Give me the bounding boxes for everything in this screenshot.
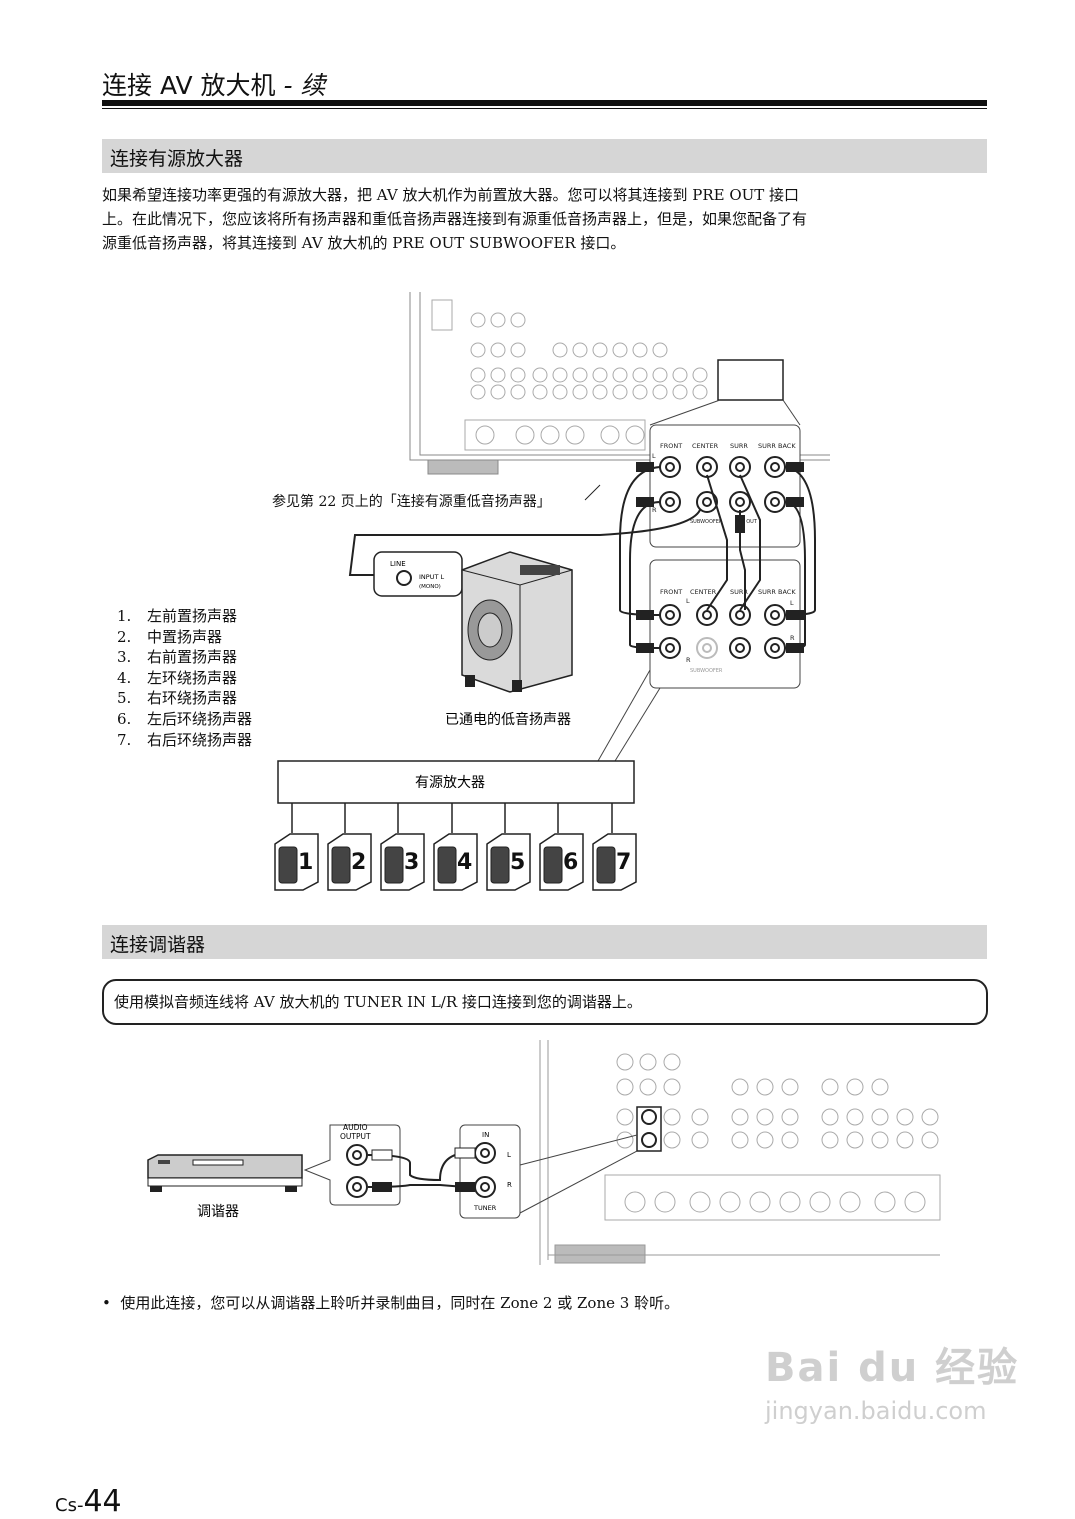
jack-label-subwoofer: SUBWOOFER <box>690 519 723 525</box>
list-item: 7.右后环绕扬声器 <box>117 730 253 749</box>
list-item: 5.右环绕扬声器 <box>117 689 238 708</box>
paragraph-line: 如果希望连接功率更强的有源放大器，把 AV 放大机作为前置放大器。您可以将其连接… <box>102 186 800 204</box>
amplifier-input-panel <box>649 559 801 689</box>
active-amplifier-box <box>277 760 635 804</box>
tuner-connection-diagram: IN L R TUNER AUDIO OUTPUT 调谐器 <box>147 1040 941 1265</box>
tuner-caption: 调谐器 <box>197 1204 239 1220</box>
tuner-note-bullet: • 使用此连接，您可以从调谐器上聆听并录制曲目，同时在 Zone 2 或 Zon… <box>102 1292 679 1313</box>
svg-text:CENTER: CENTER <box>690 588 717 596</box>
bullet-dot-icon: • <box>102 1294 121 1312</box>
instruction-box: 使用模拟音频连线将 AV 放大机的 TUNER IN L/R 接口连接到您的调谐… <box>102 979 988 1025</box>
audio-output-label-2: OUTPUT <box>340 1132 371 1141</box>
page-title-main: 连接 AV 放大机 <box>102 71 276 100</box>
title-rule-thin <box>102 108 987 109</box>
tuner-jack-label: TUNER <box>473 1204 497 1212</box>
bullet-text: 使用此连接，您可以从调谐器上聆听并录制曲目，同时在 Zone 2 或 Zone … <box>120 1294 680 1312</box>
list-item: 1.左前置扬声器 <box>117 607 238 625</box>
section1-paragraph: 如果希望连接功率更强的有源放大器，把 AV 放大机作为前置放大器。您可以将其连接… <box>102 183 987 255</box>
mono-label: (MONO) <box>419 584 441 590</box>
amplifier-label: 有源放大器 <box>415 775 485 791</box>
svg-text:SURR BACK: SURR BACK <box>758 588 796 596</box>
svg-text:L: L <box>686 597 690 605</box>
jack-label-r: R <box>652 506 657 514</box>
line-label: LINE <box>390 560 406 568</box>
speaker-list: 1.左前置扬声器 2.中置扬声器 3.右前置扬声器 4.左环绕扬声器 5.右环绕… <box>117 606 252 750</box>
section-heading-active-amplifier: 连接有源放大器 <box>102 139 987 173</box>
jack-label-pre-out: PRE OUT <box>735 519 758 525</box>
instruction-text: 使用模拟音频连线将 AV 放大机的 TUNER IN L/R 接口连接到您的调谐… <box>114 993 642 1011</box>
receiver-rear-panel-2 <box>539 1040 941 1265</box>
tuner-in-label: IN <box>482 1131 489 1139</box>
list-item: 6.左后环绕扬声器 <box>117 709 253 728</box>
subwoofer-caption: 已通电的低音扬声器 <box>445 711 571 728</box>
pre-out-panel-receiver <box>649 424 801 548</box>
speaker-row: 1 2 3 4 5 6 7 <box>270 832 640 892</box>
list-item: 4.左环绕扬声器 <box>117 668 238 687</box>
tuner-device <box>147 1154 303 1192</box>
paragraph-line: 源重低音扬声器，将其连接到 AV 放大机的 PRE OUT SUBWOOFER … <box>102 234 626 252</box>
jack-label-front: FRONT <box>660 442 682 450</box>
jack-label-surr: SURR <box>730 442 748 450</box>
input-label: INPUT L <box>419 573 444 581</box>
speaker-number: 1 <box>298 850 314 875</box>
tuner-in-l-label: L <box>507 1151 511 1159</box>
svg-text:R: R <box>686 656 691 664</box>
tuner-in-r-label: R <box>507 1181 512 1189</box>
jack-label-surr-back: SURR BACK <box>758 442 796 450</box>
page-title: 连接 AV 放大机 - 续 <box>102 66 325 102</box>
receiver-rear-panel <box>409 292 830 475</box>
rca-plugs <box>636 462 804 653</box>
reference-note: 参见第 22 页上的「连接有源重低音扬声器」 <box>272 493 551 510</box>
baidu-jingyan-watermark: Bai du 经验 jingyan.baidu.com <box>765 1335 1019 1425</box>
speaker-number: 2 <box>351 850 367 875</box>
title-rule <box>102 100 987 106</box>
list-item: 3.右前置扬声器 <box>117 648 238 667</box>
watermark-logo: Bai du 经验 <box>765 1345 1020 1391</box>
svg-text:SUBWOOFER: SUBWOOFER <box>690 668 723 674</box>
audio-output-label-1: AUDIO <box>343 1123 368 1132</box>
watermark-url: jingyan.baidu.com <box>765 1397 987 1425</box>
speaker-number: 7 <box>616 850 632 875</box>
svg-text:L: L <box>790 599 794 607</box>
list-item: 2.中置扬声器 <box>117 627 223 646</box>
svg-text:SURR: SURR <box>730 588 748 596</box>
section-heading-tuner: 连接调谐器 <box>102 925 987 959</box>
page-title-continued: 续 <box>300 71 326 100</box>
svg-text:R: R <box>790 634 795 642</box>
speaker-number: 5 <box>510 850 526 875</box>
section-heading-text: 连接有源放大器 <box>110 148 244 170</box>
speaker-number: 3 <box>404 850 420 875</box>
paragraph-line: 上。在此情况下，您应该将所有扬声器和重低音扬声器连接到有源重低音扬声器上，但是，… <box>102 210 808 228</box>
page-title-separator: - <box>275 71 301 100</box>
jack-label-l: L <box>652 452 656 460</box>
powered-subwoofer: LINE INPUT L (MONO) <box>373 551 573 693</box>
pre-out-connection-diagram: FRONT CENTER SURR SURR BACK L R SUBWOOFE… <box>272 292 830 833</box>
page-number: Cs-44 <box>55 1484 122 1519</box>
speaker-number: 4 <box>457 850 473 875</box>
speaker-number: 6 <box>563 850 579 875</box>
page-prefix: Cs- <box>55 1495 84 1516</box>
page-number-value: 44 <box>83 1484 122 1519</box>
jack-label-center: CENTER <box>692 442 719 450</box>
svg-text:FRONT: FRONT <box>660 588 682 596</box>
section-heading-text: 连接调谐器 <box>110 934 206 956</box>
